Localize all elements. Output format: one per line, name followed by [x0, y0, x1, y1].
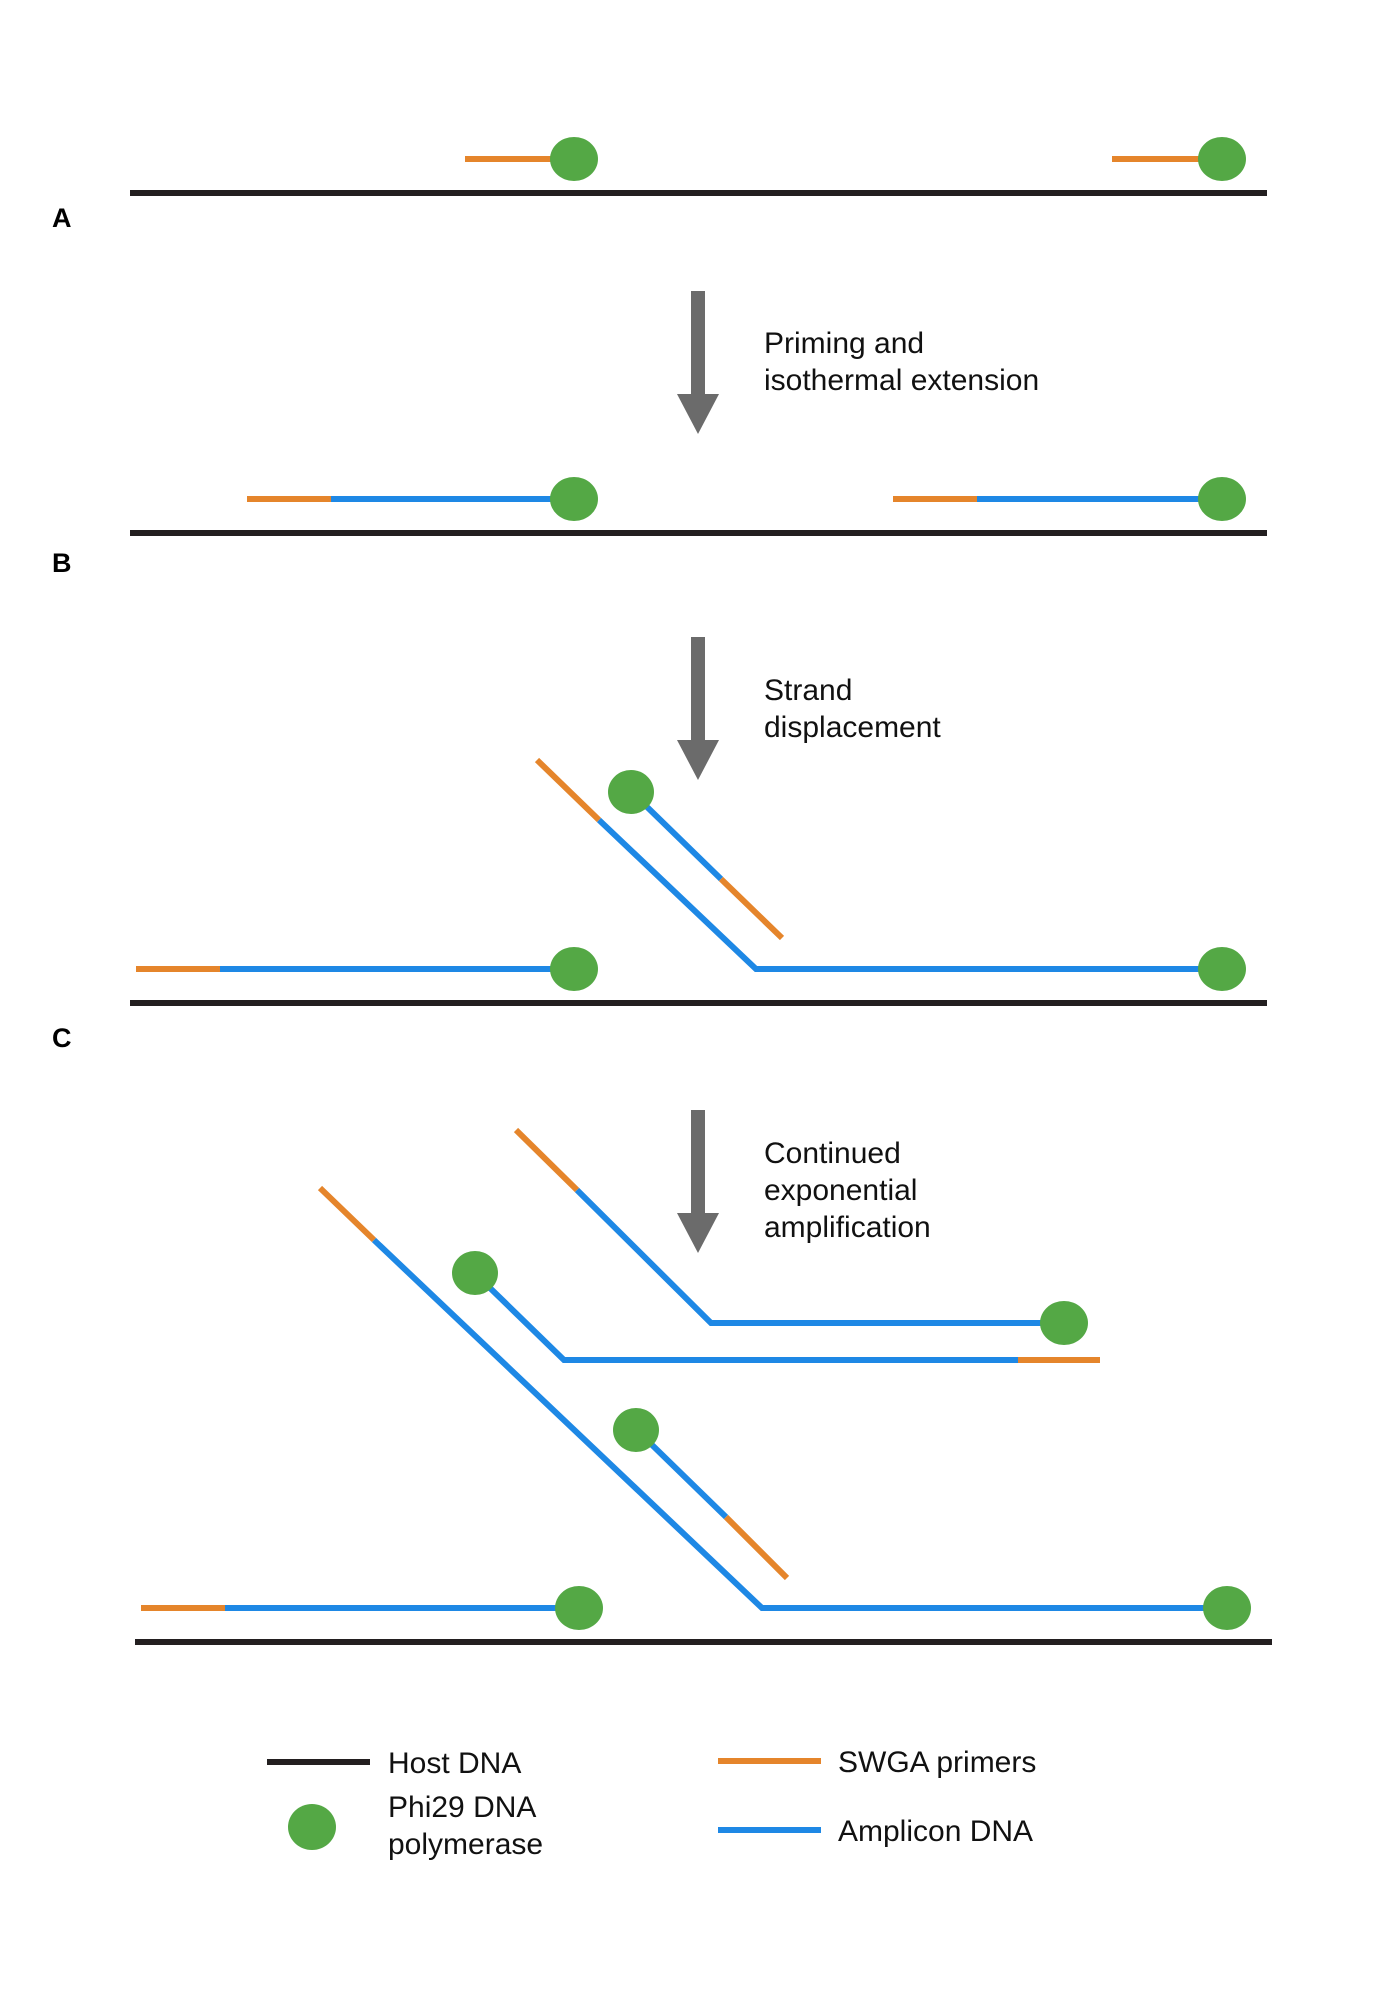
legend-host-dna-label: Host DNA — [388, 1747, 521, 1780]
down-arrow-head-icon — [677, 740, 719, 780]
legend-polymerase-label-line-1: Phi29 DNA — [388, 1791, 536, 1824]
legend: Host DNA Phi29 DNA polymerase SWGA prime… — [267, 1746, 1036, 1861]
displaced-amplicon-strand — [596, 817, 1203, 972]
down-arrow-head-icon — [677, 1213, 719, 1253]
polymerase-icon — [550, 947, 598, 991]
panel-label-b: B — [52, 548, 72, 578]
primer-strand — [513, 1127, 580, 1193]
legend-polymerase-label-line-2: polymerase — [388, 1828, 543, 1861]
amplification-network — [135, 1127, 1272, 1645]
displaced-amplicon-strand — [371, 1237, 1208, 1611]
polymerase-icon — [613, 1408, 659, 1452]
polymerase-icon — [1040, 1301, 1088, 1345]
down-arrow-head-icon — [677, 394, 719, 434]
amplicon-strand — [646, 1439, 729, 1520]
panel-b: B — [52, 477, 1267, 578]
polymerase-icon — [452, 1251, 498, 1295]
step-1-text-line-1: Priming and — [764, 327, 924, 360]
step-3-text-line-1: Continued — [764, 1137, 901, 1170]
step-arrow-1: Priming and isothermal extension — [677, 291, 1039, 434]
down-arrow-icon — [691, 1110, 705, 1215]
panel-label-c: C — [52, 1023, 72, 1053]
down-arrow-icon — [691, 637, 705, 742]
step-1-text-line-2: isothermal extension — [764, 364, 1039, 397]
amplicon-strand — [487, 1285, 1018, 1363]
legend-polymerase-icon — [288, 1804, 336, 1850]
step-arrow-3: Continued exponential amplification — [677, 1110, 931, 1253]
primer-strand — [317, 1185, 377, 1243]
primer-strand — [534, 757, 602, 823]
panel-c: C — [52, 757, 1267, 1053]
polymerase-icon — [608, 770, 654, 814]
primer-strand — [718, 876, 785, 941]
primer-strand — [723, 1514, 790, 1581]
polymerase-icon — [1203, 1586, 1251, 1630]
amplicon-strand — [574, 1187, 1045, 1326]
step-arrow-2: Strand displacement — [677, 637, 941, 780]
down-arrow-icon — [691, 291, 705, 396]
legend-primer-label: SWGA primers — [838, 1746, 1036, 1779]
polymerase-icon — [550, 137, 598, 181]
amplicon-strand — [641, 801, 724, 882]
step-3-text-line-2: exponential — [764, 1174, 917, 1207]
polymerase-icon — [1198, 947, 1246, 991]
polymerase-icon — [1198, 137, 1246, 181]
legend-amplicon-label: Amplicon DNA — [838, 1815, 1033, 1848]
step-2-text-line-2: displacement — [764, 711, 941, 744]
panel-a: A — [52, 137, 1267, 233]
panel-label-a: A — [52, 203, 72, 233]
step-2-text-line-1: Strand — [764, 674, 852, 707]
polymerase-icon — [555, 1586, 603, 1630]
step-3-text-line-3: amplification — [764, 1211, 931, 1244]
polymerase-icon — [1198, 477, 1246, 521]
polymerase-icon — [550, 477, 598, 521]
